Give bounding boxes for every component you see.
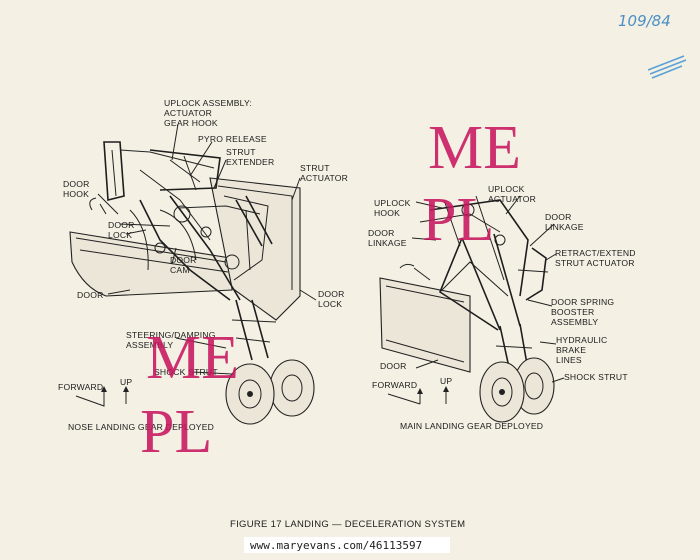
- label-steering-1: STEERING/DAMPING: [126, 330, 216, 340]
- label-strut-act-1: STRUT: [300, 163, 330, 173]
- nose-gear-drawing: [69, 141, 315, 425]
- label-retract-2: STRUT ACTUATOR: [555, 258, 635, 268]
- label-door-hook-1: DOOR: [63, 179, 90, 189]
- label-hyd-1: HYDRAULIC: [556, 335, 607, 345]
- url-strip: [244, 537, 450, 553]
- main-gear-title: MAIN LANDING GEAR DEPLOYED: [400, 421, 543, 431]
- main-gear-drawing: [379, 195, 555, 423]
- blue-scribble: [647, 55, 687, 79]
- watermark-bottom-line2: PL: [140, 398, 212, 466]
- nose-gear-labels: UPLOCK ASSEMBLY: ACTUATOR GEAR HOOK PYRO…: [58, 98, 348, 432]
- watermark: ME PL ME PL: [140, 114, 521, 466]
- watermark-top-line1: ME: [428, 114, 521, 182]
- label-main-up: UP: [440, 376, 452, 386]
- label-forward: FORWARD: [58, 382, 103, 392]
- nose-door-panel: [69, 231, 233, 297]
- main-gear-labels: UPLOCK HOOK UPLOCK ACTUATOR DOOR LINKAGE…: [368, 184, 636, 431]
- label-door-cam-1: DOOR: [170, 255, 197, 265]
- label-door-cam-2: CAM: [170, 265, 190, 275]
- label-door-linkage-l-1: DOOR: [368, 228, 395, 238]
- figure-caption: FIGURE 17 LANDING — DECELERATION SYSTEM: [230, 519, 465, 530]
- label-hyd-3: LINES: [556, 355, 582, 365]
- nose-right-door: [209, 177, 301, 321]
- label-door-lock-1: DOOR: [108, 220, 135, 230]
- label-uplock-act-1: UPLOCK: [488, 184, 525, 194]
- label-main-shock: SHOCK STRUT: [564, 372, 628, 382]
- watermark-top-line2: PL: [422, 186, 494, 254]
- label-strut-ext-2: EXTENDER: [226, 157, 274, 167]
- nose-wheels: [225, 359, 315, 425]
- label-up: UP: [120, 377, 132, 387]
- label-uplock-2: ACTUATOR: [164, 108, 212, 118]
- label-shock: SHOCK STRUT: [154, 367, 218, 377]
- label-strut-act-2: ACTUATOR: [300, 173, 348, 183]
- handwritten-note: 109/84: [618, 12, 671, 30]
- main-wheels: [479, 357, 555, 423]
- main-direction-arrows: [387, 388, 447, 405]
- main-door-panel: [379, 277, 471, 373]
- label-door-hook-2: HOOK: [63, 189, 89, 199]
- label-main-door: DOOR: [380, 361, 407, 371]
- label-door-lock2-2: LOCK: [318, 299, 342, 309]
- source-url: www.maryevans.com/46113597: [250, 539, 422, 552]
- label-uplock-1: UPLOCK ASSEMBLY:: [164, 98, 252, 108]
- watermark-bottom-line1: ME: [146, 324, 239, 392]
- label-hyd-2: BRAKE: [556, 345, 586, 355]
- label-strut-ext-1: STRUT: [226, 147, 256, 157]
- label-door: DOOR: [77, 290, 104, 300]
- nose-gear-title: NOSE LANDING GEAR DEPLOYED: [68, 422, 214, 432]
- label-spring-1: DOOR SPRING: [551, 297, 614, 307]
- label-spring-2: BOOSTER: [551, 307, 594, 317]
- label-uplock-3: GEAR HOOK: [164, 118, 218, 128]
- label-door-linkage-r-1: DOOR: [545, 212, 572, 222]
- label-steering-2: ASSEMBLY: [126, 340, 173, 350]
- label-spring-3: ASSEMBLY: [551, 317, 598, 327]
- label-retract-1: RETRACT/EXTEND: [555, 248, 636, 258]
- label-main-forward: FORWARD: [372, 380, 417, 390]
- label-pyro: PYRO RELEASE: [198, 134, 267, 144]
- label-door-lock-2: LOCK: [108, 230, 132, 240]
- label-uplock-hook-1: UPLOCK: [374, 198, 411, 208]
- label-door-linkage-l-2: LINKAGE: [368, 238, 407, 248]
- label-door-lock2-1: DOOR: [318, 289, 345, 299]
- label-uplock-hook-2: HOOK: [374, 208, 400, 218]
- label-uplock-act-2: ACTUATOR: [488, 194, 536, 204]
- label-door-linkage-r-2: LINKAGE: [545, 222, 584, 232]
